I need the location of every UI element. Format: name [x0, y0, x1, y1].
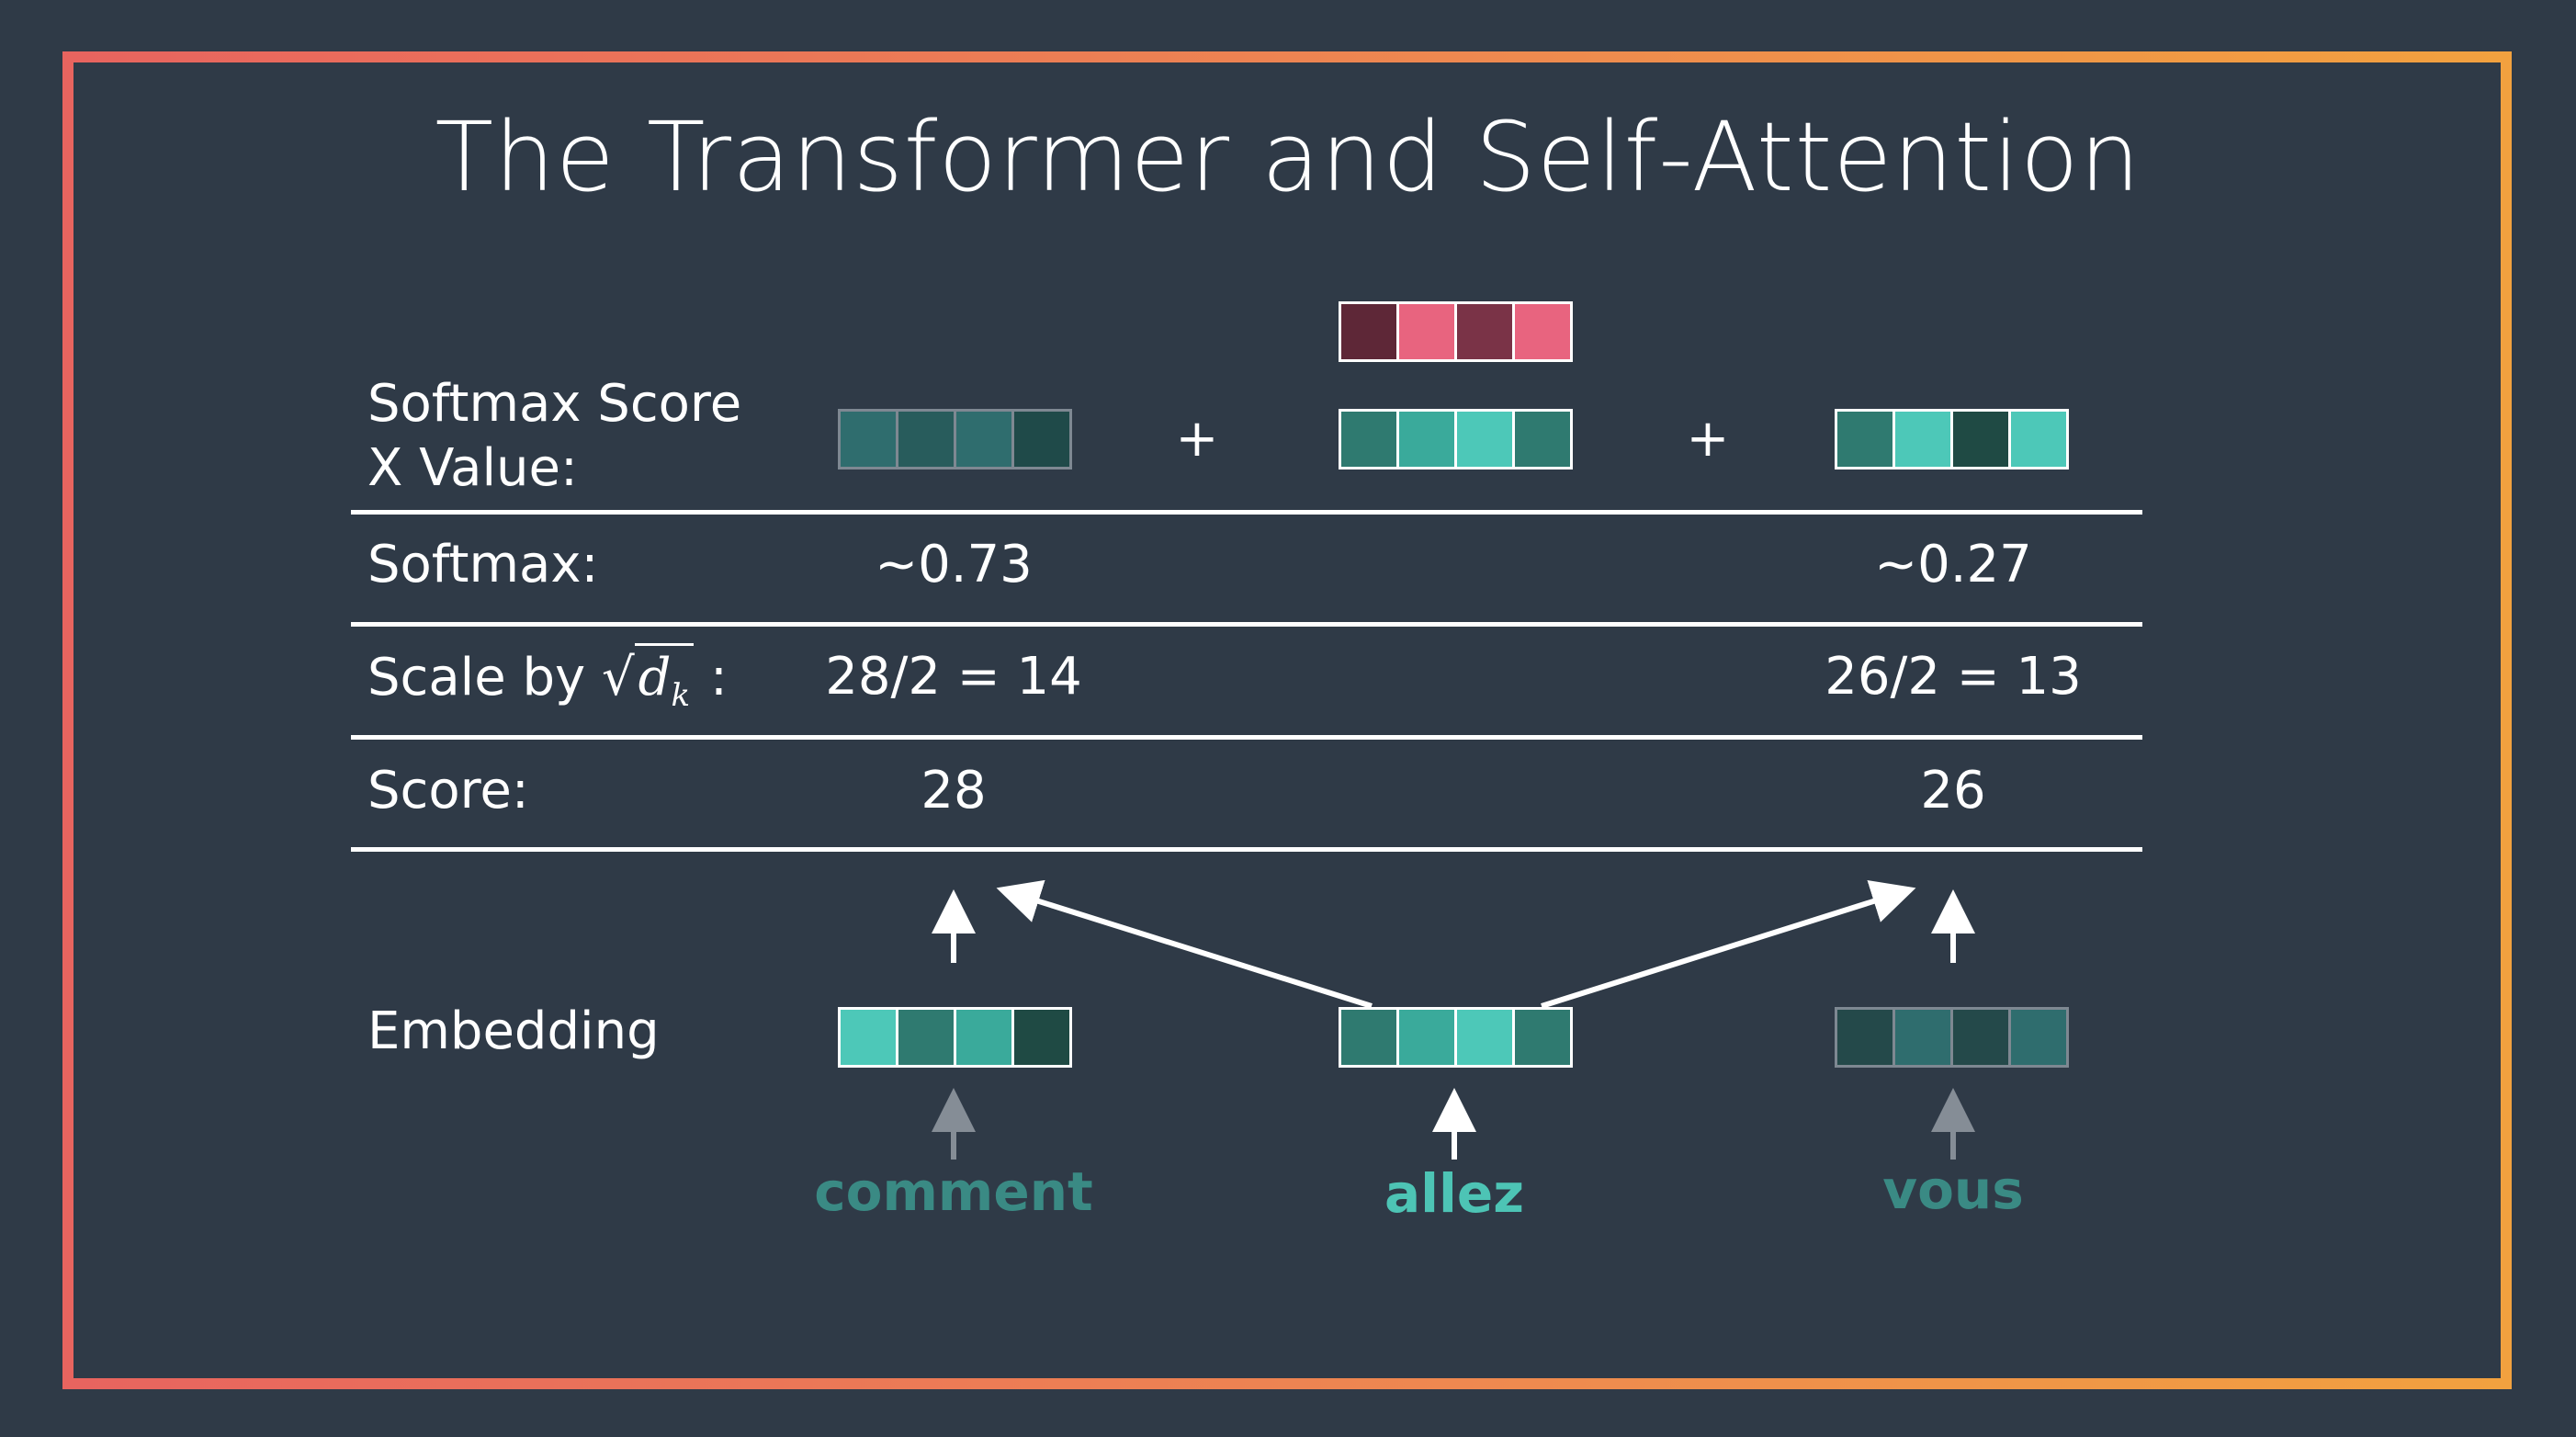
vector-cell	[1396, 409, 1457, 470]
vector-cell	[2008, 409, 2069, 470]
vector-cell	[2008, 1007, 2069, 1068]
vector-cell	[1011, 409, 1072, 470]
divider-2	[351, 622, 2142, 627]
embedding-vector-allez	[1339, 1007, 1573, 1068]
vector-cell	[1339, 409, 1399, 470]
slide-title: The Transformer and Self-Attention	[435, 101, 2141, 213]
scale-value-comment: 28/2 = 14	[825, 647, 1082, 707]
softmax-label: Softmax:	[367, 535, 599, 594]
score-value-comment: 28	[921, 761, 987, 820]
value-vector-vous	[1835, 409, 2069, 470]
embedding-vector-vous	[1835, 1007, 2069, 1068]
divider-3	[351, 735, 2142, 740]
arrow-allez-to-vous	[1541, 879, 1916, 1009]
sqrt-subscript: k	[671, 677, 691, 715]
divider-1	[351, 510, 2142, 515]
sqrt-symbol: d	[638, 648, 672, 707]
slide-frame	[62, 51, 2512, 1389]
divider-4	[351, 847, 2142, 852]
plus-sign-1: +	[1175, 409, 1219, 469]
vector-cell	[1892, 1007, 1953, 1068]
vector-cell	[1339, 301, 1399, 362]
vector-cell	[1835, 409, 1895, 470]
vector-cell	[1011, 1007, 1072, 1068]
vector-cell	[1396, 301, 1457, 362]
arrow-allez-to-comment	[996, 879, 1373, 1009]
vector-cell	[1512, 409, 1573, 470]
embedding-vector-comment	[838, 1007, 1072, 1068]
vector-cell	[1512, 301, 1573, 362]
softmax-value-comment: ~0.73	[875, 535, 1033, 594]
scale-label-suffix: :	[709, 648, 728, 707]
softmax-value-vous: ~0.27	[1874, 535, 2032, 594]
vector-cell	[1950, 1007, 2011, 1068]
value-vector-allez	[1339, 409, 1573, 470]
query-vector-allez	[1339, 301, 1573, 362]
vector-cell	[1454, 1007, 1515, 1068]
scale-label-prefix: Scale by	[367, 648, 586, 707]
score-value-vous: 26	[1920, 761, 1986, 820]
vector-cell	[1892, 409, 1953, 470]
score-label: Score:	[367, 761, 529, 820]
embedding-label: Embedding	[367, 1001, 660, 1061]
word-allez: allez	[1384, 1162, 1524, 1225]
vector-cell	[1396, 1007, 1457, 1068]
plus-sign-2: +	[1686, 409, 1730, 469]
vector-cell	[1454, 409, 1515, 470]
vector-cell	[1512, 1007, 1573, 1068]
weighted-value-label: Softmax Score X Value:	[367, 374, 742, 498]
scale-label: Scale by √dk :	[367, 643, 728, 728]
word-vous: vous	[1882, 1159, 2024, 1221]
value-vector-comment	[838, 409, 1072, 470]
word-comment: comment	[814, 1160, 1093, 1223]
sqrt-dk-formula: √dk	[602, 643, 695, 714]
vector-cell	[896, 409, 956, 470]
vector-cell	[1835, 1007, 1895, 1068]
vector-cell	[954, 1007, 1014, 1068]
scale-value-vous: 26/2 = 13	[1825, 647, 2082, 707]
vector-cell	[1339, 1007, 1399, 1068]
